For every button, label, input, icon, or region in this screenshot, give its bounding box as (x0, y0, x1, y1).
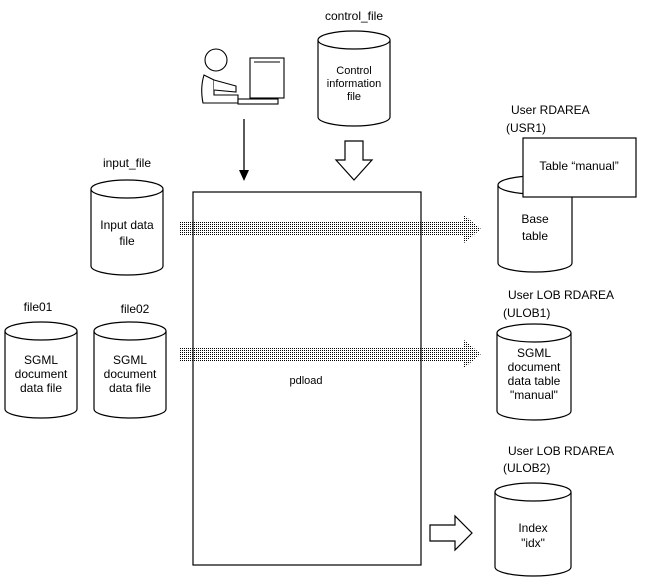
pdload-label: pdload (289, 375, 322, 387)
input-file-cylinder (90, 179, 164, 276)
file02-text-1: SGML (113, 353, 147, 367)
input-file-text-1: Input data (100, 218, 154, 232)
usr1-label-1: User RDAREA (511, 103, 590, 117)
file01-label: file01 (24, 300, 53, 314)
operator-arrow-head (239, 170, 249, 181)
control-file-text-2: information (327, 78, 381, 90)
file01-cylinder (4, 321, 78, 419)
file01-text-3: data file (20, 381, 62, 395)
base-table-text-1: Base (521, 212, 549, 226)
sgml-data-table-cylinder (496, 323, 572, 421)
sgml-table-text-3: data table (508, 374, 561, 388)
index-arrow (429, 514, 473, 552)
input-flow-arrow (180, 215, 481, 243)
control-file-text-1: Control (336, 65, 371, 77)
pdload-box (192, 191, 422, 566)
file02-text-2: document (104, 367, 157, 381)
sgml-table-text-4: "manual" (510, 388, 558, 402)
input-file-label: input_file (103, 156, 151, 170)
file01-text-2: document (15, 367, 68, 381)
file01-text-1: SGML (24, 353, 58, 367)
sgml-flow-arrow (180, 340, 481, 368)
index-text-2: "idx" (521, 536, 545, 550)
file02-cylinder (93, 321, 167, 419)
ulob1-label-1: User LOB RDAREA (508, 288, 614, 302)
file02-label: file02 (121, 302, 150, 316)
operator-terminal-icon (201, 48, 285, 105)
file02-text-3: data file (109, 381, 151, 395)
ulob2-label-1: User LOB RDAREA (508, 444, 614, 458)
table-manual-label: Table “manual” (539, 159, 618, 173)
control-file-arrow (334, 140, 374, 181)
ulob1-label-2: (ULOB1) (503, 306, 550, 320)
usr1-label-2: (USR1) (506, 121, 546, 135)
table-manual-box (522, 137, 637, 198)
index-cylinder (494, 482, 572, 577)
control-file-label: control_file (325, 9, 383, 23)
base-table-text-2: table (522, 229, 548, 243)
index-text-1: Index (518, 521, 547, 535)
input-file-text-2: file (119, 234, 135, 248)
control-file-text-3: file (347, 91, 361, 103)
ulob2-label-2: (ULOB2) (503, 461, 550, 475)
sgml-table-text-2: document (508, 360, 561, 374)
control-file-cylinder (317, 30, 391, 127)
sgml-table-text-1: SGML (517, 346, 551, 360)
